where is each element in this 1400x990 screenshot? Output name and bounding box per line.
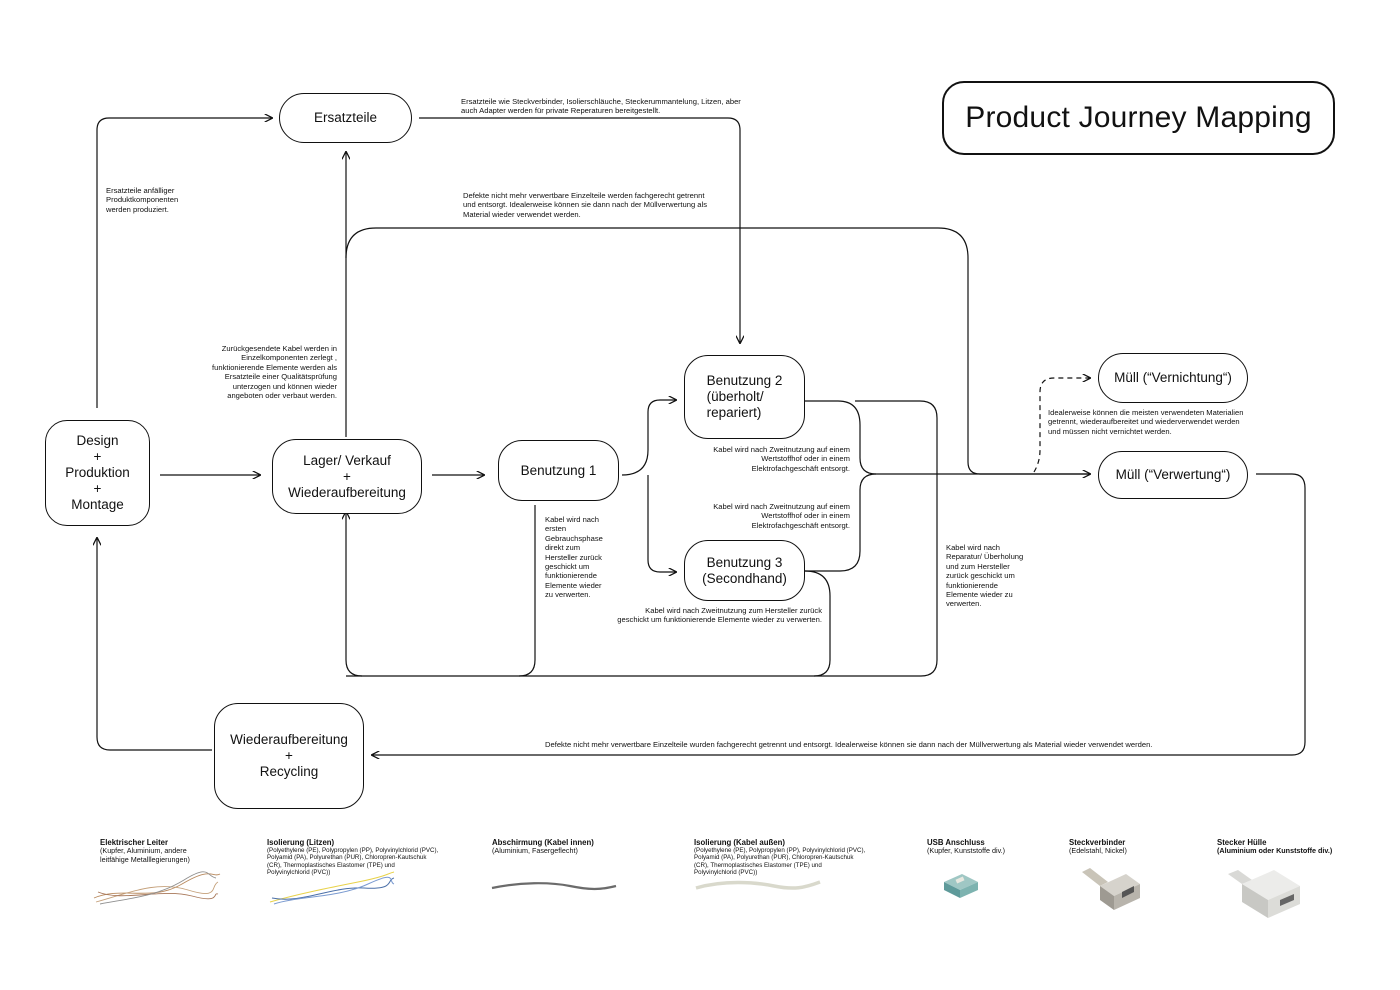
legend-desc-abschirmung: (Aluminium, Fasergeflecht): [492, 846, 578, 855]
node-muell-vernichtung-label: Müll (“Vernichtung“): [1114, 370, 1232, 385]
edge-b1-b3: [647, 475, 676, 572]
node-recycling: Wiederaufbereitung + Recycling: [214, 703, 364, 809]
legend-desc-usb: (Kupfer, Kunststoffe div.): [927, 846, 1006, 855]
legend-desc-isolierung-litzen: (Polyethylene (PE), Polypropylen (PP), P…: [267, 847, 439, 877]
node-ersatzteile-label: Ersatzteile: [313, 110, 378, 125]
node-recycling-label: Wiederaufbereitung + Recycling: [230, 732, 348, 779]
edge-b1-b2: [621, 400, 676, 476]
legend-desc-leiter: (Kupfer, Aluminium, andere leitfähige Me…: [100, 846, 190, 864]
note-erste-phase: Kabel wird nach ersten Gebrauchsphase di…: [545, 515, 603, 600]
node-benutzung1-label: Benutzung 1: [520, 462, 597, 478]
legend-title-stecker-huelle: Stecker Hülle: [1217, 838, 1267, 847]
note-zweitnutzung-hersteller: Kabel wird nach Zweitnutzung zum Herstel…: [617, 606, 822, 625]
shield-illustration: [491, 882, 617, 891]
edge-b3-muell: [805, 473, 877, 572]
legend-title-abschirmung: Abschirmung (Kabel innen): [492, 838, 594, 847]
edge-lager-muell-top: [345, 227, 1090, 474]
copper-wires-illustration: [93, 871, 221, 905]
node-ersatzteile: Ersatzteile: [279, 93, 412, 143]
note-ersatzteile-produziert: Ersatzteile anfälliger Produktkomponente…: [106, 186, 179, 214]
edge-design-ersatzteile: [96, 118, 272, 408]
edge-recycling-design: [97, 538, 212, 751]
node-benutzung1: Benutzung 1: [498, 440, 619, 501]
node-lager-label: Lager/ Verkauf + Wiederaufbereitung: [288, 452, 406, 500]
edge-return-lager: [346, 512, 363, 677]
note-zweitnutzung-b: Kabel wird nach Zweitnutzung auf einem W…: [713, 502, 850, 530]
legend-title-isolierung-litzen: Isolierung (Litzen): [267, 838, 335, 847]
node-muell-verwertung-label: Müll (“Verwertung“): [1115, 467, 1231, 482]
node-benutzung3: Benutzung 3 (Secondhand): [684, 540, 805, 601]
page-title: Product Journey Mapping: [942, 81, 1335, 155]
edge-b2-return: [346, 400, 938, 677]
note-defekte-unten: Defekte nicht mehr verwertbare Einzeltei…: [545, 740, 1153, 749]
note-zurueck-kabel: Zurückgesendete Kabel werden in Einzelko…: [212, 344, 337, 401]
node-muell-vernichtung: Müll (“Vernichtung“): [1098, 353, 1248, 403]
edge-b1-return: [518, 505, 536, 677]
outer-insulation-illustration: [695, 880, 821, 890]
node-design: Design + Produktion + Montage: [45, 420, 150, 526]
legend-title-isolierung-aussen: Isolierung (Kabel außen): [694, 838, 785, 847]
legend-title-leiter: Elektrischer Leiter: [100, 838, 169, 847]
note-ideal: Idealerweise können die meisten verwende…: [1048, 408, 1244, 436]
node-lager: Lager/ Verkauf + Wiederaufbereitung: [272, 439, 422, 514]
edge-b2-muell: [805, 400, 1090, 475]
node-design-label: Design + Produktion + Montage: [65, 433, 130, 512]
plug-connector-icon: [1082, 868, 1140, 910]
legend-desc-isolierung-aussen: (Polyethylene (PE), Polypropylen (PP), P…: [694, 847, 866, 877]
edge-muell-vernichtung: [1033, 378, 1090, 473]
note-defekte-oben: Defekte nicht mehr verwertbare Einzeltei…: [463, 191, 707, 219]
insulation-litzen-illustration: [269, 871, 395, 905]
legend-title-usb: USB Anschluss: [927, 838, 985, 847]
node-muell-verwertung: Müll (“Verwertung“): [1098, 451, 1248, 499]
edge-muell-recycling: [372, 473, 1306, 755]
plug-housing-icon: [1228, 870, 1300, 918]
note-reparatur: Kabel wird nach Reparatur/ Überholung un…: [946, 543, 1024, 609]
usb-connector-icon: [944, 874, 978, 898]
node-benutzung3-label: Benutzung 3 (Secondhand): [702, 554, 787, 586]
legend-desc-stecker-huelle: (Aluminium oder Kunststoffe div.): [1217, 846, 1333, 855]
node-benutzung2: Benutzung 2 (überholt/ repariert): [684, 355, 805, 439]
edge-b3-return: [804, 570, 831, 677]
note-zweitnutzung-a: Kabel wird nach Zweitnutzung auf einem W…: [713, 445, 850, 473]
node-benutzung2-label: Benutzung 2 (überholt/ repariert): [706, 373, 783, 420]
legend-desc-steckverbinder: (Edelstahl, Nickel): [1069, 846, 1127, 855]
edge-ersatzteile-benutzung2: [419, 117, 740, 343]
legend-title-steckverbinder: Steckverbinder: [1069, 838, 1126, 847]
note-ersatzteile-bereit: Ersatzteile wie Steckverbinder, Isoliers…: [461, 97, 741, 116]
